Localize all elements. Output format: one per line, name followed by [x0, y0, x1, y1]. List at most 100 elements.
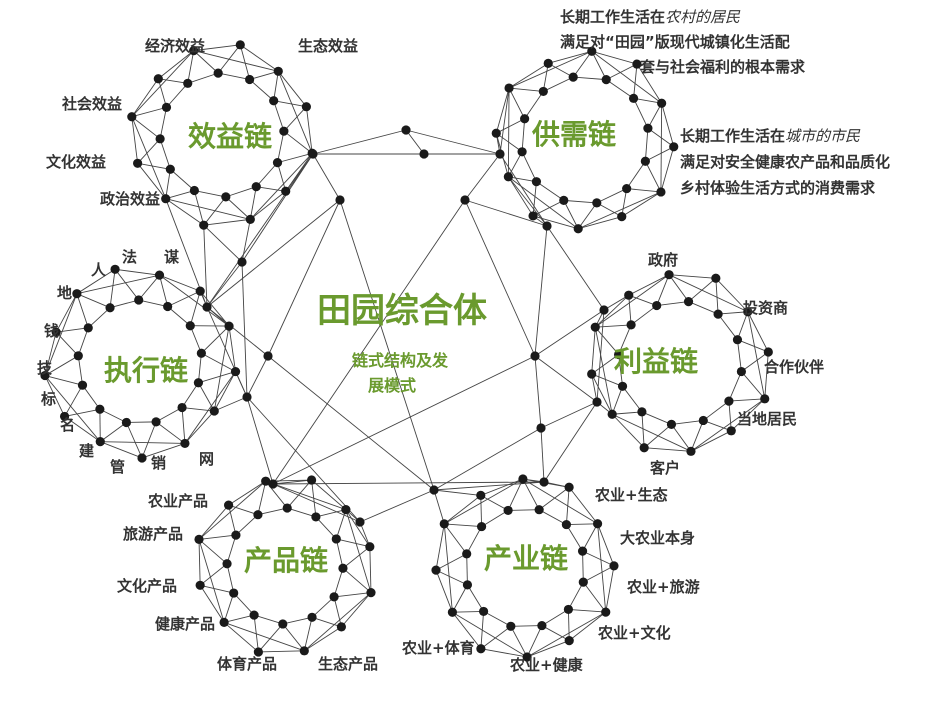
ring2-spoke-a-8: [76, 293, 111, 309]
ring0-hub-link2-1: [203, 224, 243, 263]
ring1-spoke-a-0: [626, 188, 661, 193]
ring5-outer-node-10: [592, 519, 603, 529]
ring3-chord-10: [747, 311, 766, 399]
ring1-outer-node-8: [587, 46, 597, 56]
ring2-chord-2: [100, 441, 185, 444]
ring0-inner-edge-1: [225, 186, 257, 198]
ring3-inner-edge-5: [618, 324, 632, 355]
ring3-inner-node-11: [736, 366, 747, 377]
ring4-inner-edge-9: [315, 516, 337, 540]
ring3-spoke-a-3: [641, 411, 645, 448]
ring0-outer-node-4: [161, 194, 171, 204]
ring3-inner-edge-1: [671, 420, 704, 425]
ring3-inner-edge-3: [622, 386, 643, 413]
center-subtitle-line2: 展模式: [368, 376, 416, 395]
hub-edge-7: [206, 153, 314, 308]
ring0-spoke-b-4: [137, 162, 171, 170]
ring0-outer-edge-5: [131, 116, 139, 164]
ring3-hub-link2-0: [603, 294, 629, 311]
ring5-inner-node-0: [563, 604, 574, 615]
ring2-inner-edge-0: [181, 382, 199, 408]
ring5-spoke-b-5: [443, 523, 468, 555]
ring1-outer-node-7: [543, 58, 553, 68]
ring3-inner-node-2: [666, 419, 677, 430]
ring1-outer-edge-2: [532, 215, 579, 230]
ring4-spoke-a-7: [228, 504, 259, 516]
ring5-outer-node-4: [447, 607, 458, 617]
ring0-inner-node-10: [269, 96, 279, 106]
ring1-spoke-a-8: [591, 51, 607, 80]
ring2-spoke-b-5: [44, 375, 83, 386]
execution-label-build: 建: [79, 442, 95, 460]
ring0-inner-edge-4: [159, 138, 171, 170]
industry-label-eco: 农业+生态: [594, 486, 668, 504]
ring0-spoke-b-1: [249, 186, 257, 220]
ring1-chord-8: [591, 50, 662, 104]
ring2-chord-10: [159, 274, 230, 327]
ring3-outer-node-5: [587, 369, 597, 379]
ring3-inner-node-9: [713, 309, 723, 319]
hub-edge-32: [272, 199, 466, 485]
ring1-inner-node-6: [538, 86, 548, 97]
ring2-outer-node-4: [95, 437, 105, 447]
ring2-hub-link-1: [235, 371, 248, 398]
ring1-inner-edge-9: [633, 98, 649, 129]
ring1-inner-node-8: [601, 75, 611, 85]
ring0-spoke-a-0: [277, 152, 313, 164]
ring1-inner-edge-5: [524, 91, 544, 120]
hub-edge-34: [272, 355, 536, 485]
ring2-outer-edge-10: [159, 274, 201, 292]
ring4-outer-node-11: [365, 542, 375, 552]
product-chain: 产品链 农业产品 旅游产品 文化产品 健康产品 体育产品 生态产品: [117, 492, 378, 673]
industry-chain: 产业链 农业+生态 大农业本身 农业+旅游 农业+文化 农业+健康 农业+体育: [401, 486, 700, 674]
ring2-outer-node-5: [59, 411, 70, 422]
interest-label-resident: 当地居民: [737, 410, 797, 428]
ring0-spoke-a-7: [158, 78, 188, 84]
ring0-outer-node-5: [133, 158, 143, 168]
hub-node-l3: [242, 392, 252, 402]
benefit-label-cultural: 文化效益: [46, 153, 106, 171]
industry-label-tourism: 农业+旅游: [626, 578, 700, 596]
ring0-inner-node-0: [272, 158, 283, 168]
hub-node-L2: [202, 302, 212, 312]
ring0-spoke-a-2: [225, 196, 251, 220]
ring2-outer-edge-9: [115, 268, 160, 276]
ring4-outer-node-5: [195, 580, 205, 590]
ring1-outer-node-2: [573, 224, 583, 234]
ring5-spoke-a-2: [510, 626, 528, 658]
ring1-outer-node-0: [656, 187, 666, 197]
ring5-spoke-b-10: [582, 550, 615, 567]
ring5-spoke-b-6: [480, 495, 483, 527]
hub-edge-6: [241, 153, 314, 263]
ring4-inner-node-7: [253, 510, 263, 520]
ring1-inner-edge-1: [563, 199, 597, 204]
ring1-outer-node-4: [503, 172, 513, 182]
ring2-inner-node-12: [196, 348, 206, 358]
ring1-spoke-b-4: [495, 132, 523, 153]
ring4-outer-node-1: [336, 622, 347, 632]
ring2-inner-node-7: [83, 323, 93, 333]
ring0-outer-edge-3: [165, 198, 204, 226]
hub-edge-5: [312, 153, 341, 201]
ring5-inner-node-7: [503, 505, 513, 516]
benefit-label-political: 政治效益: [100, 190, 160, 208]
hub-edge-30: [433, 481, 545, 491]
hub-edge-16: [206, 306, 269, 357]
ring4-inner-edge-3: [233, 592, 255, 616]
ring3-spoke-b-4: [591, 373, 623, 387]
ring0-inner-edge-11: [277, 131, 285, 163]
ring4-outer-node-3: [253, 647, 264, 657]
ring1-inner-edge-2: [536, 181, 565, 201]
execution-chain: 执行链 谋 法 人 地 钱 技 标 名 建 管 销 网: [37, 248, 214, 476]
ring1-hub-link2-1: [508, 176, 548, 227]
supply-chain: 供需链 长期工作生活在农村的居民 满足对“田园”版现代城镇化生活配 套与社会福利…: [531, 8, 890, 197]
ring0-spoke-b-9: [249, 70, 279, 80]
supply-urban-line3: 乡村体验生活方式的消费需求: [680, 179, 876, 197]
benefit-label-economic: 经济效益: [145, 37, 205, 55]
execution-chain-title: 执行链: [104, 354, 188, 387]
ring4-chord-0: [303, 592, 372, 652]
ring5-outer-node-6: [439, 519, 449, 529]
ring5-spoke-a-7: [480, 495, 509, 511]
ring5-inner-edge-6: [481, 510, 509, 527]
ring5-inner-edge-7: [508, 509, 540, 511]
